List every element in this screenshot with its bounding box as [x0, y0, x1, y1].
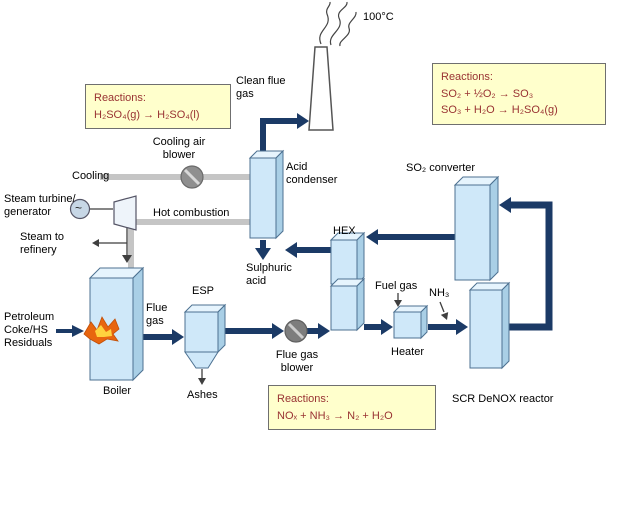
pipe-condenser-to-stack: [260, 118, 297, 155]
hot-combustion-duct: [128, 219, 252, 268]
scr-reactor-vessel: [468, 281, 511, 370]
hex-label: HEX: [333, 225, 356, 237]
gas-pipes: [134, 118, 553, 340]
reaction-note-converter: Reactions: SO₂ + ½O₂ → SO₃ SO₃ + H₂O → H…: [432, 63, 606, 125]
esp-unit: [183, 303, 227, 369]
steam-lines: [90, 208, 445, 379]
petroleum-feed-label: Petroleum Coke/HS Residuals: [4, 311, 55, 349]
cooling-air-blower-icon: [180, 165, 204, 189]
cooling-air-blower-label: Cooling air blower: [152, 136, 206, 161]
chimney: [308, 46, 334, 131]
hot-combustion-label: Hot combustion: [153, 207, 230, 219]
pipe-arrowheads: [72, 113, 511, 345]
reaction-note-condenser: Reactions: H₂SO₄(g) → H₂SO₄(l): [85, 84, 231, 129]
nh3-line: [439, 301, 445, 313]
reaction-note-scr: Reactions: NOₓ + NH₃ → N₂ + H₂O: [268, 385, 436, 430]
flue-gas-label: Flue gas: [146, 302, 168, 327]
heater-label: Heater: [391, 346, 425, 358]
so2-converter-vessel: [453, 175, 500, 282]
temperature-label: 100°C: [363, 11, 394, 23]
ashes-label: Ashes: [187, 389, 218, 401]
heater-unit: [392, 304, 429, 340]
thin-arrowheads: [92, 239, 449, 385]
cooling-label: Cooling: [72, 170, 110, 182]
steam-to-refinery-label: Steam to refinery: [20, 231, 65, 256]
pipe-scr-to-converter-loop: [509, 201, 553, 331]
smoke-icon: [319, 1, 357, 47]
note-formula: NOₓ + NH₃ → N₂ + H₂O: [277, 409, 393, 422]
boiler-label: Boiler: [102, 385, 132, 397]
sulphuric-acid-label: Sulphuric acid: [246, 262, 292, 287]
steam-turbine-generator-label: Steam turbine/ generator: [4, 193, 76, 218]
flue-gas-blower-label: Flue gas blower: [275, 349, 319, 374]
note-formula: H₂SO₄(g) → H₂SO₄(l): [94, 108, 200, 121]
clean-flue-gas-label: Clean flue gas: [236, 75, 286, 100]
acid-condenser-vessel: [248, 149, 285, 240]
acid-condenser-label: Acid condenser: [286, 161, 338, 186]
flame-icon: [83, 316, 120, 345]
hex-unit: [329, 231, 366, 332]
steam-turbine-icon: [113, 195, 137, 231]
flue-gas-blower-icon: [284, 319, 308, 343]
generator-icon: [69, 198, 91, 220]
note-title: Reactions:: [94, 92, 146, 104]
so2-converter-label: SO₂ converter: [406, 162, 476, 174]
note-title: Reactions:: [277, 393, 329, 405]
note-title: Reactions:: [441, 71, 493, 83]
scr-reactor-label: SCR DeNOX reactor: [452, 393, 554, 405]
fuel-gas-label: Fuel gas: [375, 280, 418, 292]
note-formula: SO₃ + H₂O → H₂SO₄(g): [441, 104, 558, 116]
generator-symbol: ~: [75, 201, 83, 215]
note-formula: SO₂ + ½O₂ → SO₃: [441, 87, 534, 100]
nh3-label: NH₃: [429, 287, 450, 299]
esp-label: ESP: [191, 285, 214, 297]
